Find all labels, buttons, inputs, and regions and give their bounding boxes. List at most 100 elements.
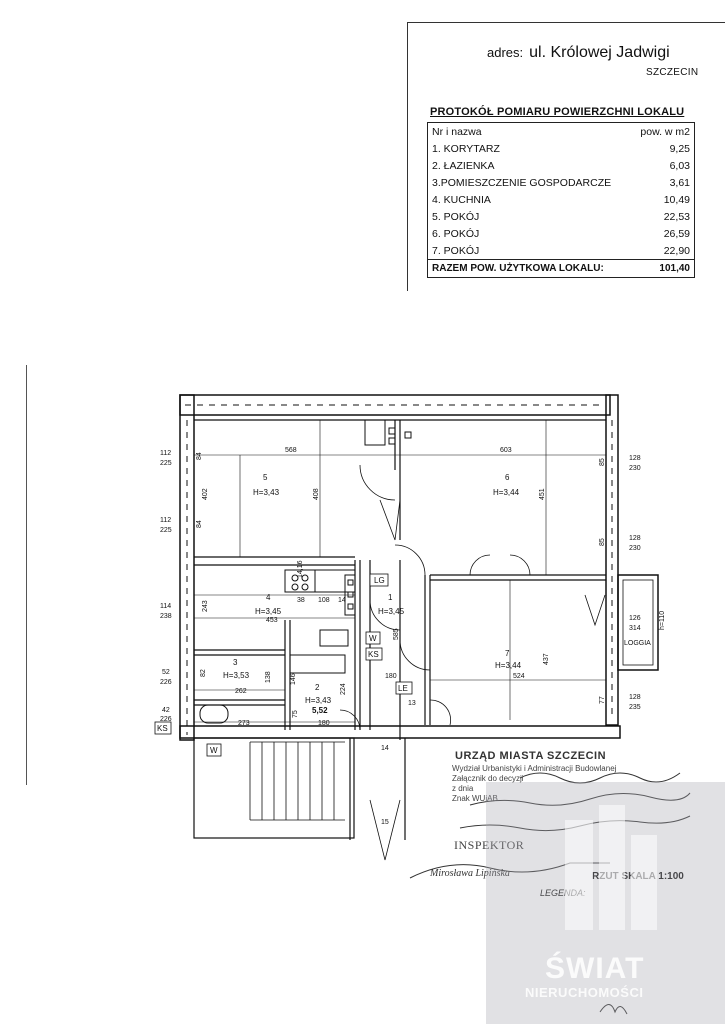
- building-logo-icon: [565, 805, 657, 930]
- table-row: 7. POKÓJ 22,90: [428, 242, 695, 260]
- room-name: 6. POKÓJ: [432, 227, 480, 240]
- side-dimension: 42: [162, 707, 170, 714]
- side-dimension: 128: [629, 535, 641, 542]
- dimension-label: 5,52: [312, 706, 328, 715]
- table-row: 6. POKÓJ 26,59: [428, 225, 695, 242]
- ks-label: KS: [368, 650, 379, 659]
- room-area: 10,49: [663, 193, 690, 206]
- dimension-label: 138: [265, 671, 272, 683]
- total-row: RAZEM POW. UŻYTKOWA LOKALU: 101,40: [427, 259, 695, 278]
- page-frame: [407, 22, 725, 291]
- stamp-line: z dnia: [452, 784, 474, 793]
- room-number: 4: [266, 593, 271, 602]
- dimension-label: 82: [200, 669, 207, 677]
- room-name: 3.POMIESZCZENIE GOSPODARCZE: [432, 176, 612, 189]
- room-height: H=3,43: [305, 696, 332, 705]
- side-dimension: 235: [629, 704, 641, 711]
- room-height: H=3,53: [223, 671, 250, 680]
- dimension-label: 402: [202, 488, 209, 500]
- dimension-label: 273: [238, 720, 250, 727]
- table-header-row: Nr i nazwa pow. w m2: [428, 123, 695, 141]
- city: SZCZECIN: [646, 67, 699, 78]
- side-dimension: 52: [162, 669, 170, 676]
- room-name: 7. POKÓJ: [432, 244, 480, 257]
- side-dimension: 230: [629, 545, 641, 552]
- stamp-line: Znak WUiAB: [452, 794, 498, 803]
- room-name: 1. KORYTARZ: [432, 142, 500, 155]
- table-row: 5. POKÓJ 22,53: [428, 208, 695, 225]
- dimension-label: 14: [338, 597, 346, 604]
- col-name-header: Nr i nazwa: [432, 125, 482, 138]
- dimension-label: 77: [599, 696, 606, 704]
- le-label: LE: [398, 684, 408, 693]
- total-label: RAZEM POW. UŻYTKOWA LOKALU:: [427, 259, 632, 278]
- side-dimension: 226: [160, 679, 172, 686]
- stair-number: 15: [381, 819, 389, 826]
- room-name: 2. ŁAZIENKA: [432, 159, 495, 172]
- ks-label: KS: [157, 724, 168, 733]
- dimension-label: 146: [290, 673, 297, 685]
- dimension-label: 85: [599, 458, 606, 466]
- side-dimension: 114: [160, 603, 171, 610]
- side-dimension: 225: [160, 460, 172, 467]
- table-row: 4. KUCHNIA 10,49: [428, 191, 695, 208]
- stamp-line: Załącznik do decyzji: [452, 774, 524, 783]
- side-dimension: 126: [629, 615, 641, 622]
- fixture-labels: LG W KS LE KS W 14 15: [154, 573, 413, 826]
- dimension-label: 180: [318, 720, 330, 727]
- dimension-label: 180: [385, 673, 397, 680]
- side-dimension: 128: [629, 694, 641, 701]
- dimension-label: 13: [408, 700, 416, 707]
- room-number: 2: [315, 683, 320, 692]
- side-dimension: 112: [160, 450, 171, 457]
- address: adres:ul. Królowej Jadwigi: [487, 44, 670, 62]
- room-height: H=3,45: [378, 607, 405, 616]
- room-height: H=3,44: [493, 488, 520, 497]
- dimension-label: 14,16: [297, 560, 304, 578]
- table-row: 3.POMIESZCZENIE GOSPODARCZE 3,61: [428, 174, 695, 191]
- room-area: 3,61: [669, 176, 690, 189]
- dimension-label: 262: [235, 688, 247, 695]
- room-height: H=3,44: [495, 661, 522, 670]
- dimension-label: 568: [285, 447, 297, 454]
- room-area: 9,25: [669, 142, 690, 155]
- side-dimension: 238: [160, 613, 172, 620]
- dimension-label: 224: [340, 683, 347, 695]
- dimension-label: 243: [202, 600, 209, 612]
- room-number: 3: [233, 658, 238, 667]
- room-area: 22,90: [663, 244, 690, 257]
- room-area: 26,59: [663, 227, 690, 240]
- room-number: 1: [388, 593, 393, 602]
- stamp-details: Wydział Urbanistyki i Administracji Budo…: [452, 764, 652, 804]
- side-dimension: 112: [160, 517, 171, 524]
- room-name: 4. KUCHNIA: [432, 193, 491, 206]
- dimension-label: 108: [318, 597, 330, 604]
- loggia-height: h=110: [659, 611, 666, 630]
- room-area-table: Nr i nazwa pow. w m2 1. KORYTARZ 9,25 2. …: [427, 122, 695, 278]
- room-height: H=3,45: [255, 607, 282, 616]
- watermark-subtitle: NIERUCHOMOŚCI: [525, 985, 644, 1000]
- room-name: 5. POKÓJ: [432, 210, 480, 223]
- dimension-label: 451: [539, 488, 546, 500]
- protocol-title: PROTOKÓŁ POMIARU POWIERZCHNI LOKALU: [430, 106, 685, 118]
- loggia-label: LOGGIA: [624, 640, 651, 647]
- walls: [179, 394, 659, 861]
- table-row: 1. KORYTARZ 9,25: [428, 140, 695, 157]
- stamp-line: Wydział Urbanistyki i Administracji Budo…: [452, 764, 617, 773]
- dimension-label: 585: [393, 628, 400, 640]
- signer-name: Mirosława Lipińska: [430, 868, 510, 879]
- room-height: H=3,43: [253, 488, 280, 497]
- w-label: W: [369, 634, 377, 643]
- lg-label: LG: [374, 576, 385, 585]
- plan-labels: 5 H=3,43 6 H=3,44 4 H=3,45 1 H=3,45 3 H=…: [160, 447, 666, 727]
- dimension-label: 84: [196, 520, 203, 528]
- dimension-label: 408: [313, 488, 320, 500]
- stamp-title: URZĄD MIASTA SZCZECIN: [455, 750, 607, 762]
- dimension-label: 85: [599, 538, 606, 546]
- w-label: W: [210, 746, 218, 755]
- room-area: 22,53: [663, 210, 690, 223]
- dimension-label: 75: [292, 710, 299, 718]
- col-area-header: pow. w m2: [640, 125, 690, 138]
